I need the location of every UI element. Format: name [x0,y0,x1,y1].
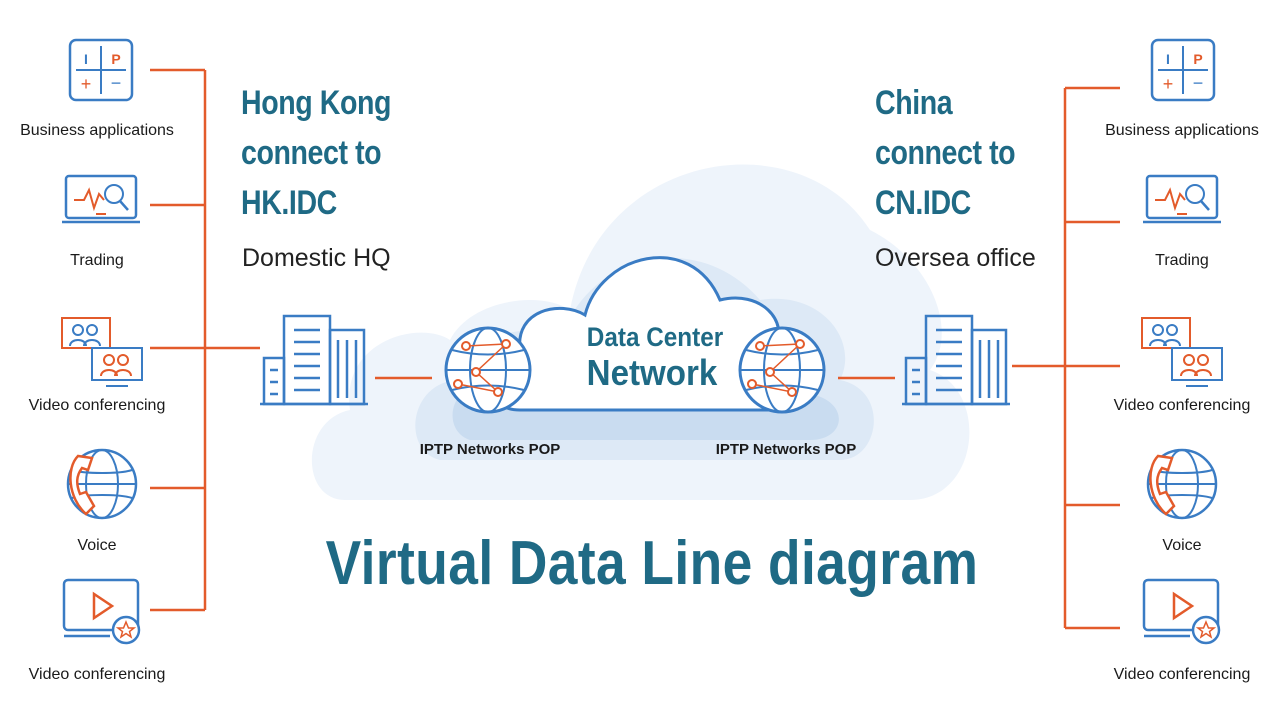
service-label-video-conferencing-2: Video conferencing [1113,666,1251,683]
svg-text:P: P [111,51,120,67]
cloud-title-line-1: Data Center [586,322,724,352]
service-label-trading: Trading [1155,252,1209,269]
svg-text:−: − [111,73,122,93]
left-subheading: Domestic HQ [242,244,391,272]
pop-globe-icon-left [444,326,532,414]
svg-text:−: − [1193,73,1204,93]
building-icon-left [260,314,368,406]
service-label-trading: Trading [70,252,124,269]
connector-lines [150,68,1120,630]
svg-text:I: I [84,51,88,67]
svg-text:+: + [81,74,92,94]
service-label-business-applications: Business applications [20,122,174,139]
right-heading: China connect to CN.IDC [875,78,1016,228]
voice-icon [66,448,138,520]
video-conferencing-icon [61,317,143,387]
svg-text:P: P [1193,51,1202,67]
right-heading-line-3: CN.IDC [875,184,971,222]
cloud-title-line-2: Network [586,352,718,393]
pop-label-left: IPTP Networks POP [419,441,561,458]
video-play-icon [1142,578,1221,645]
right-heading-line-1: China [875,84,953,122]
pop-label-right: IPTP Networks POP [715,441,857,458]
service-label-voice: Voice [1162,537,1202,554]
right-heading-line-2: connect to [875,134,1016,172]
left-heading: Hong Kong connect to HK.IDC [241,78,392,228]
business-apps-icon: I P + − [68,38,134,102]
service-label-video-conferencing: Video conferencing [28,397,166,414]
left-heading-line-3: HK.IDC [241,184,337,222]
video-play-icon [62,578,141,645]
voice-icon [1146,448,1218,520]
pop-globe-icon-right [738,326,826,414]
svg-text:+: + [1163,74,1174,94]
left-heading-line-2: connect to [241,134,382,172]
building-icon-right [902,314,1010,406]
diagram-title: Virtual Data Line diagram [325,529,979,598]
service-label-video-conferencing: Video conferencing [1113,397,1251,414]
trading-icon [62,174,140,224]
video-conferencing-icon [1141,317,1223,387]
right-subheading: Oversea office [875,244,1036,272]
trading-icon [1143,174,1221,224]
business-apps-icon: I P + − [1150,38,1216,102]
service-label-business-applications: Business applications [1105,122,1259,139]
svg-text:I: I [1166,51,1170,67]
service-label-voice: Voice [77,537,117,554]
left-heading-line-1: Hong Kong [241,84,392,122]
service-label-video-conferencing-2: Video conferencing [28,666,166,683]
